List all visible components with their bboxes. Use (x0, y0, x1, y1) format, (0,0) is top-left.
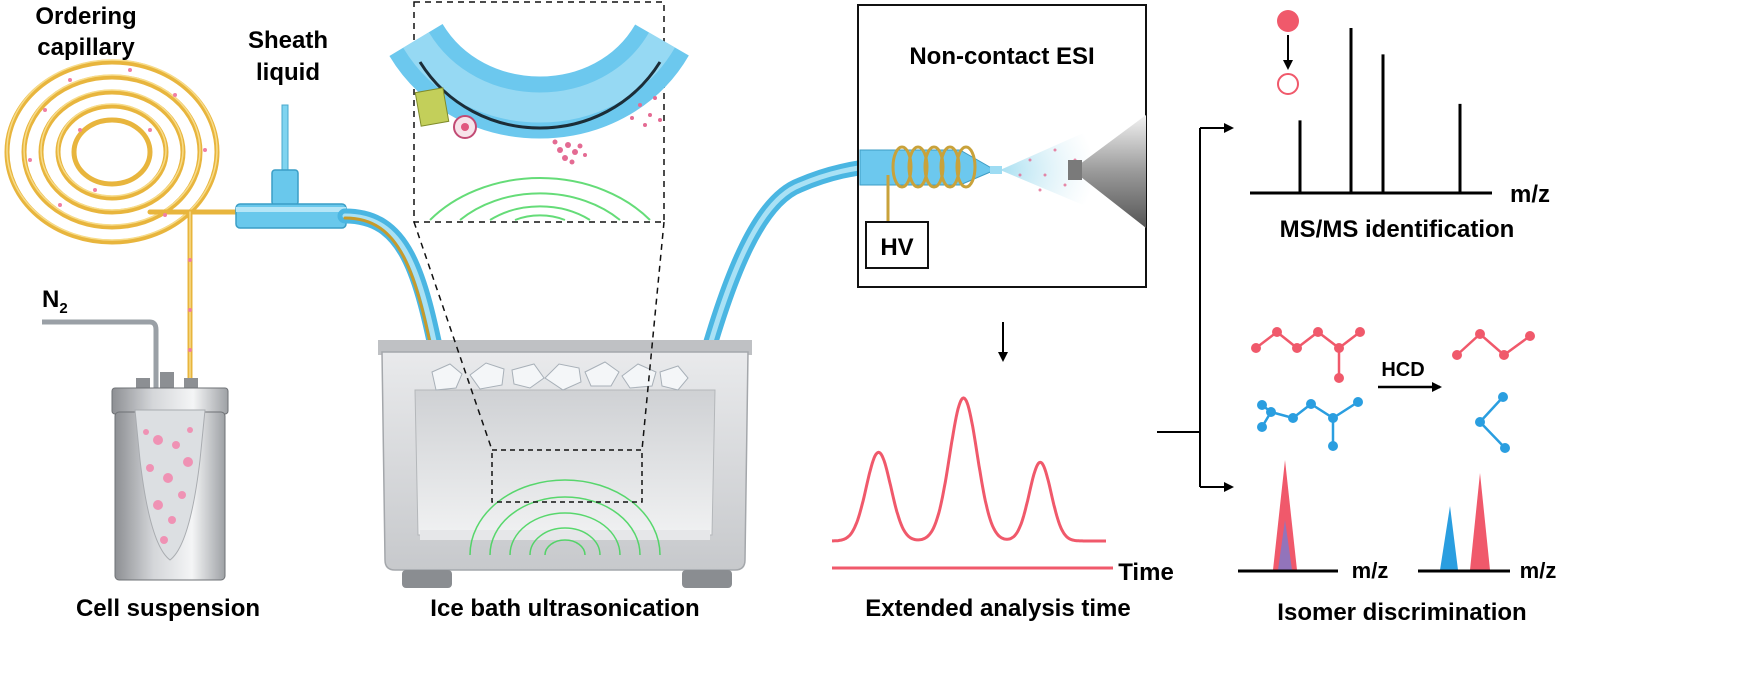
separated-peak-blue (1440, 506, 1458, 570)
isomer-discrimination-label: Isomer discrimination (1277, 599, 1526, 626)
isomer-mz-label-2: m/z (1520, 558, 1557, 583)
msms-mz-label: m/z (1510, 181, 1550, 208)
non-contact-esi-label: Non-contact ESI (909, 43, 1094, 70)
ordering-capillary-coil (4, 59, 248, 383)
hcd-label: HCD (1381, 359, 1424, 381)
text-labels: Ordering capillary Sheath liquid N2 Cell… (35, 3, 1556, 626)
zoom-lines (413, 221, 665, 451)
overlap-peak-blue (1278, 520, 1292, 570)
msms-panel (1250, 10, 1492, 195)
sheath-label-2: liquid (256, 59, 320, 86)
cell-dots-in-capillary (28, 68, 207, 352)
sheath-label-1: Sheath (248, 27, 328, 54)
extended-analysis-label: Extended analysis time (865, 595, 1130, 622)
ice-bath (378, 340, 752, 588)
msms-identification-label: MS/MS identification (1280, 216, 1515, 243)
fragment-ion (1277, 73, 1299, 95)
chromatogram (832, 396, 1113, 570)
msms-bars (1298, 28, 1462, 193)
cell-suspension-label: Cell suspension (76, 595, 260, 622)
separated-peak-red (1470, 473, 1490, 570)
chromatogram-trace (832, 396, 1106, 543)
precursor-ion (1277, 10, 1299, 32)
zoom-inset (389, 1, 689, 223)
hcd-panel (1251, 327, 1535, 453)
sheath-liquid-t-junction (235, 104, 347, 229)
ordering-label-1: Ordering (35, 3, 136, 30)
time-axis-label: Time (1118, 559, 1174, 586)
ice-bath-label: Ice bath ultrasonication (430, 595, 699, 622)
isomer-spectra (1238, 460, 1510, 573)
red-fragment (1456, 332, 1531, 357)
cell-suspension-vessel (42, 319, 229, 581)
branch-connector (1157, 123, 1234, 492)
hv-box (865, 221, 929, 269)
overlap-peak-red (1273, 460, 1297, 570)
esi-panel (857, 4, 1147, 288)
hv-label: HV (880, 234, 913, 261)
n2-label: N2 (42, 286, 68, 317)
ordering-label-2: capillary (37, 34, 135, 61)
red-isomer (1255, 330, 1361, 378)
isomer-mz-label-1: m/z (1352, 558, 1389, 583)
